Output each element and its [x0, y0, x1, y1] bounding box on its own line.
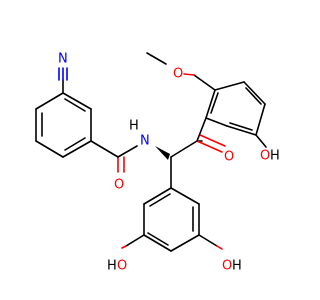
bond [90, 140, 119, 158]
phenol-left-oxygen-label: O [117, 259, 127, 274]
bond [196, 117, 207, 142]
bond [255, 103, 266, 136]
dihydroxyphenyl-ring [143, 187, 200, 252]
bond [216, 245, 223, 250]
methoxy-oxygen-label: O [173, 67, 183, 82]
bond [117, 145, 138, 158]
bond [170, 140, 198, 158]
amide-nitrogen-label: N [140, 134, 150, 149]
phenol-right-oxygen-label: O [222, 259, 232, 274]
ketone-oxygen-label: O [224, 150, 234, 165]
phenol-hydroxyl-left: H O [107, 234, 145, 274]
nitrile-nitrogen-label: N [58, 52, 68, 67]
phenol-hydroxyl-top: O H [255, 134, 280, 164]
bond [214, 81, 245, 91]
bond-inner [147, 232, 169, 246]
methoxy-group: O [146, 52, 216, 91]
bond [170, 187, 200, 205]
amide-hydrogen-label: H [129, 119, 139, 134]
amide-carbonyl: O [90, 140, 125, 193]
methoxy-phenol-ring [205, 81, 266, 136]
bond [121, 245, 127, 249]
nitrile-group: N [58, 52, 68, 94]
bond [183, 73, 195, 76]
double-bond [196, 140, 223, 153]
bond [205, 89, 216, 119]
phenol-hydroxyl-right: O H [198, 234, 242, 274]
cyanobenzoyl-ring [35, 92, 92, 158]
bond [255, 134, 267, 148]
phenol-right-hydrogen-label: H [232, 259, 242, 274]
stereocenter [155, 146, 172, 189]
bond [143, 187, 172, 205]
wedge-bond [155, 146, 170, 160]
phenol-left-hydrogen-label: H [107, 259, 117, 274]
bond-inner [149, 193, 171, 207]
bond [35, 92, 64, 110]
amide-nh: H N [117, 119, 150, 158]
ketone: O [170, 117, 234, 165]
bond [170, 234, 200, 252]
bond [193, 74, 216, 91]
bond [62, 140, 92, 158]
bond [146, 52, 167, 65]
bond [62, 92, 92, 110]
bond [198, 234, 218, 247]
bond [243, 81, 266, 105]
bond [226, 125, 257, 136]
bond-inner [64, 98, 86, 112]
bond-inner [210, 92, 219, 114]
phenol-top-hydrogen-label: H [270, 149, 280, 164]
bond [125, 234, 145, 247]
double-bond [199, 134, 226, 147]
bond-inner [245, 87, 262, 105]
bond [35, 140, 64, 158]
bond-inner [64, 137, 86, 151]
bond [205, 117, 228, 127]
bond-inner [229, 122, 253, 131]
phenol-top-oxygen-label: O [260, 149, 270, 164]
molecular-structure: N O H N O [35, 52, 280, 274]
bond [143, 234, 172, 252]
amide-oxygen-label: O [114, 178, 124, 193]
